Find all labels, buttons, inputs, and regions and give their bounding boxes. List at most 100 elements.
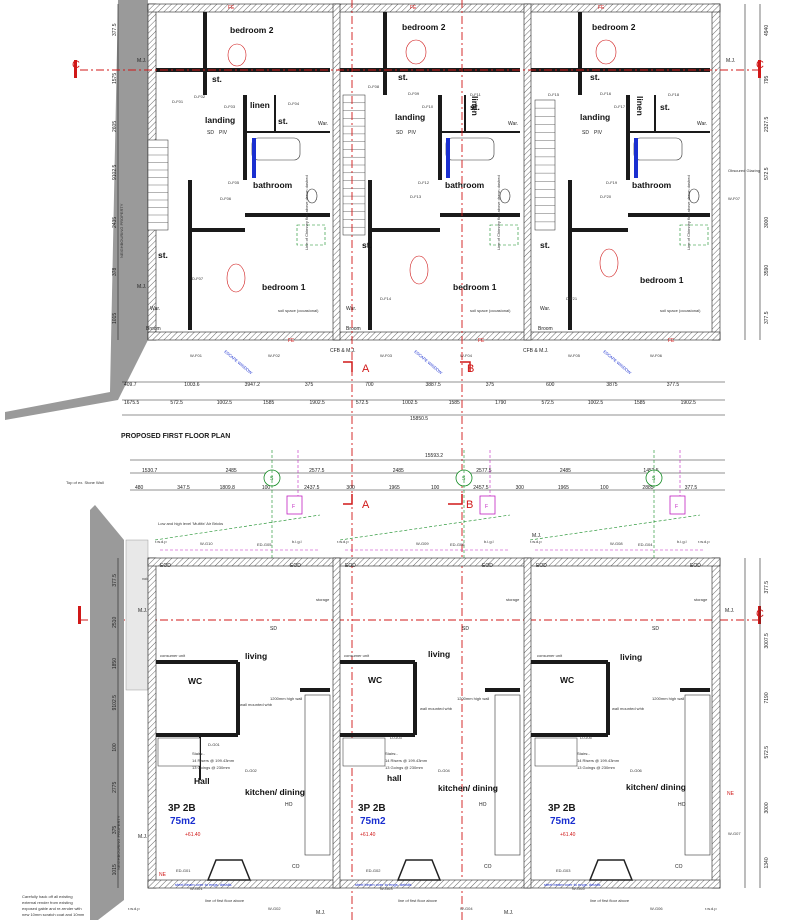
unit3-level: +61.40	[560, 832, 576, 838]
mj-marker-2: M.J.	[137, 284, 146, 290]
unit3-area: 75m2	[550, 816, 576, 827]
unit1-type: 3P 2B	[168, 803, 196, 814]
mj-g-6: M.J.	[532, 533, 541, 539]
ff-window-w-f07: W-F07	[728, 196, 741, 201]
bigl-2: b.i.g.l	[484, 539, 494, 544]
internal-walls-first	[156, 12, 710, 330]
ff-dim1-2: 3947.2	[245, 382, 261, 388]
unit2-store2: st.	[470, 102, 480, 112]
gf-dim-2-4: 2437.5	[304, 485, 320, 491]
ff-door-d-f01: D-F01	[172, 99, 184, 104]
unit2-high-wall: 1200mm high wall	[457, 696, 489, 701]
fe-marker-4: FE	[288, 338, 295, 344]
bay-window-1	[206, 859, 252, 881]
solar-label-2: S	[462, 476, 466, 482]
ground-left-wall	[147, 557, 157, 889]
hack-note-4: new 10mm scratch coat and 10mm	[22, 912, 85, 917]
unit3-soil: soil space (occasional)	[660, 308, 701, 313]
unit1-bathroom: bathroom	[253, 180, 293, 190]
unit1-linen: linen	[250, 100, 270, 110]
unit2-storage: storage	[506, 597, 520, 602]
unit2-war2: War.	[346, 306, 356, 312]
gf-window-w-g05: W-G05	[572, 886, 585, 891]
unit1-first-above: line of first floor above	[205, 898, 245, 903]
flue-box-2	[479, 495, 496, 515]
fe-marker-3: FE	[598, 5, 605, 11]
gable-wall-right-first	[711, 3, 721, 341]
ff-dim2-2: 1002.5	[217, 400, 233, 406]
ff-dim2-0: 1675.5	[124, 400, 140, 406]
unit1-war2: War.	[150, 306, 160, 312]
gf-left-dim-4: 100	[112, 743, 118, 752]
unit1-landing: landing	[205, 115, 235, 125]
unit3-ho: HO	[678, 802, 686, 808]
ground-party-wall-2	[523, 557, 532, 889]
gf-door-4: D-G02	[245, 768, 258, 773]
gf-dim-top-0: 1530.7	[142, 468, 158, 474]
void-label: void	[142, 576, 149, 581]
unit1-steel: steel beam over to engs. details	[175, 882, 231, 887]
ff-dim2-11: 1585	[634, 400, 645, 406]
ff-dim1-3: 375	[305, 382, 314, 388]
ff-dim2-12: 1902.5	[681, 400, 697, 406]
unit1-area: 75m2	[170, 816, 196, 827]
gf-window-w-g01: W-G01	[190, 886, 203, 891]
first-floor-total-dim: 15850.5	[410, 416, 428, 422]
eod-4: EOD	[482, 563, 493, 569]
gf-dim-top-3: 2485	[393, 468, 404, 474]
ff-door-d-f07: D-F07	[192, 276, 204, 281]
neighbouring-property-ground	[90, 505, 124, 920]
ground-stairs-3	[534, 737, 578, 767]
unit2-stairs-note-1: Stairs:-	[385, 751, 398, 756]
ff-door-d-f09: D-F09	[408, 91, 420, 96]
cfb-mj-2: CFB & M.J.	[523, 348, 549, 354]
unit2-piv: PIV	[408, 130, 417, 136]
unit3-linen: linen	[635, 96, 645, 116]
ff-door-d-f13: D-F13	[410, 194, 422, 199]
section-c-marker-right-top: C	[756, 59, 764, 71]
cfb-mj-1: CFB & M.J.	[330, 348, 356, 354]
ff-right-dim-6: 377.5	[764, 311, 770, 324]
ff-door-d-f19: D-F19	[606, 180, 618, 185]
gf-dim-2-11: 100	[600, 485, 609, 491]
gf-door-8: D-G06	[630, 768, 643, 773]
ff-dim2-1: 572.5	[170, 400, 183, 406]
ne-2: NE	[727, 791, 735, 797]
unit2-steel: steel beam over to engs. details	[355, 882, 411, 887]
unit3-storage: storage	[694, 597, 708, 602]
solar-label-3: S	[652, 476, 656, 482]
unit2-wc: WC	[368, 675, 382, 685]
unit1-stairs-note-2: 14 Risers @ 199.43mm	[192, 758, 235, 763]
mj-g-1: M.J.	[138, 608, 147, 614]
party-wall-2-first	[523, 3, 532, 341]
eod-3: EOD	[345, 563, 356, 569]
unit3-store3: st.	[540, 240, 550, 250]
unit2-first-above: line of first floor above	[398, 898, 438, 903]
ne-1: NE	[159, 872, 167, 878]
ff-door-d-f03: D-F03	[224, 104, 236, 109]
gf-dim-2-5: 300	[346, 485, 355, 491]
unit3-type: 3P 2B	[548, 803, 576, 814]
unit3-consumer: consumer unit	[537, 653, 563, 658]
kitchen-counter-3	[684, 694, 711, 856]
flue-label-3: F	[675, 504, 678, 510]
unit3-whb: wall mounted whb	[612, 706, 645, 711]
hack-note-2: external render from existing	[22, 900, 73, 905]
unit3-landing: landing	[580, 112, 610, 122]
unit3-bathroom: bathroom	[632, 180, 672, 190]
gf-dim-2-0: 480	[135, 485, 144, 491]
unit3-first-above: line of first floor above	[590, 898, 630, 903]
unit1-wc: WC	[188, 676, 202, 686]
unit3-wc: WC	[560, 675, 574, 685]
ground-top-wall	[147, 557, 721, 567]
unit1-bedroom1: bedroom 1	[262, 282, 306, 292]
gf-dim-top-4: 2577.5	[476, 468, 492, 474]
gf-dim-2-3: 100	[262, 485, 271, 491]
unit1-store2: st.	[278, 116, 288, 126]
